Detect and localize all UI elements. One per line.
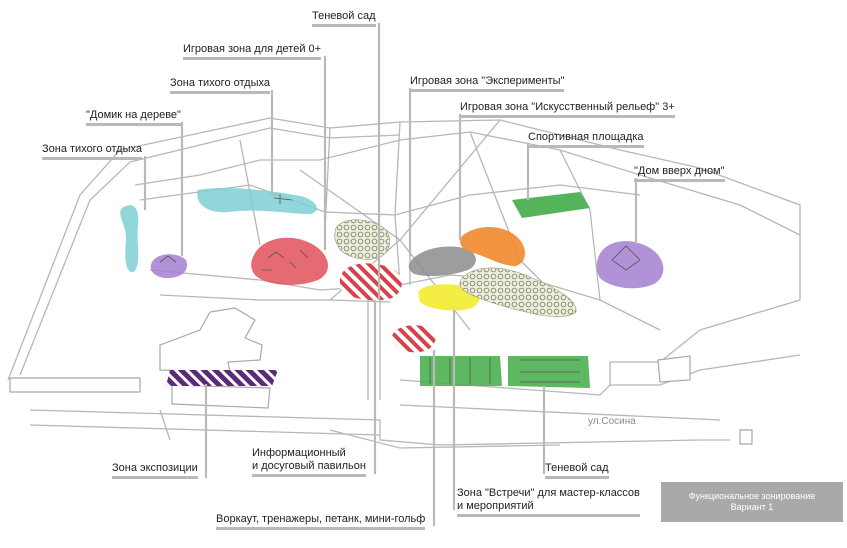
shadow-garden-upper (334, 219, 390, 260)
zone-details (159, 194, 641, 384)
label-shadow-garden-bottom: Теневой сад (545, 462, 609, 479)
caption-box: Функциональное зонирование Вариант 1 (661, 482, 843, 522)
workout-zone-hatched (392, 325, 436, 353)
experiments-zone-hatched (340, 263, 402, 301)
label-shadow-garden-top: Теневой сад (312, 10, 376, 27)
tree-house-zone (150, 254, 188, 278)
label-kids-play-zone: Игровая зона для детей 0+ (183, 43, 322, 60)
quiet-rest-zone-upper (197, 187, 317, 214)
kids-play-zone (251, 237, 329, 285)
label-meeting-zone: Зона "Встречи" для мастер-классов и меро… (457, 487, 640, 517)
label-sports-ground: Спортивная площадка (528, 131, 644, 148)
label-workout-zone: Воркаут, тренажеры, петанк, мини-гольф (216, 513, 426, 530)
label-experiments-zone: Игровая зона "Эксперименты" (410, 75, 565, 92)
buildings (9, 307, 753, 445)
street-name: ул.Сосина (588, 416, 636, 427)
caption-title: Функциональное зонирование (688, 491, 816, 501)
label-artificial-relief-zone: Игровая зона "Искусственный рельеф" 3+ (460, 101, 675, 118)
zones (120, 187, 664, 388)
shadow-garden-lower (459, 267, 577, 317)
label-info-pavilion: Информационный и досуговый павильон (252, 447, 366, 477)
label-quiet-rest-zone-2: Зона тихого отдыха (42, 143, 142, 160)
label-tree-house: "Домик на дереве" (86, 109, 181, 126)
leader-lines (143, 23, 638, 526)
label-exhibition-zone: Зона экспозиции (112, 462, 198, 479)
caption-variant: Вариант 1 (730, 502, 774, 512)
sports-ground (512, 192, 590, 218)
meeting-zone-green-left (420, 356, 502, 386)
label-upside-down-house: "Дом вверх дном" (634, 165, 725, 182)
exhibition-zone (166, 370, 278, 386)
label-quiet-rest-zone-1: Зона тихого отдыха (170, 77, 270, 94)
quiet-rest-zone-left (120, 205, 139, 273)
artificial-relief-zone (460, 227, 525, 266)
upside-down-house-zone (596, 241, 664, 289)
experiments-zone (408, 246, 476, 277)
